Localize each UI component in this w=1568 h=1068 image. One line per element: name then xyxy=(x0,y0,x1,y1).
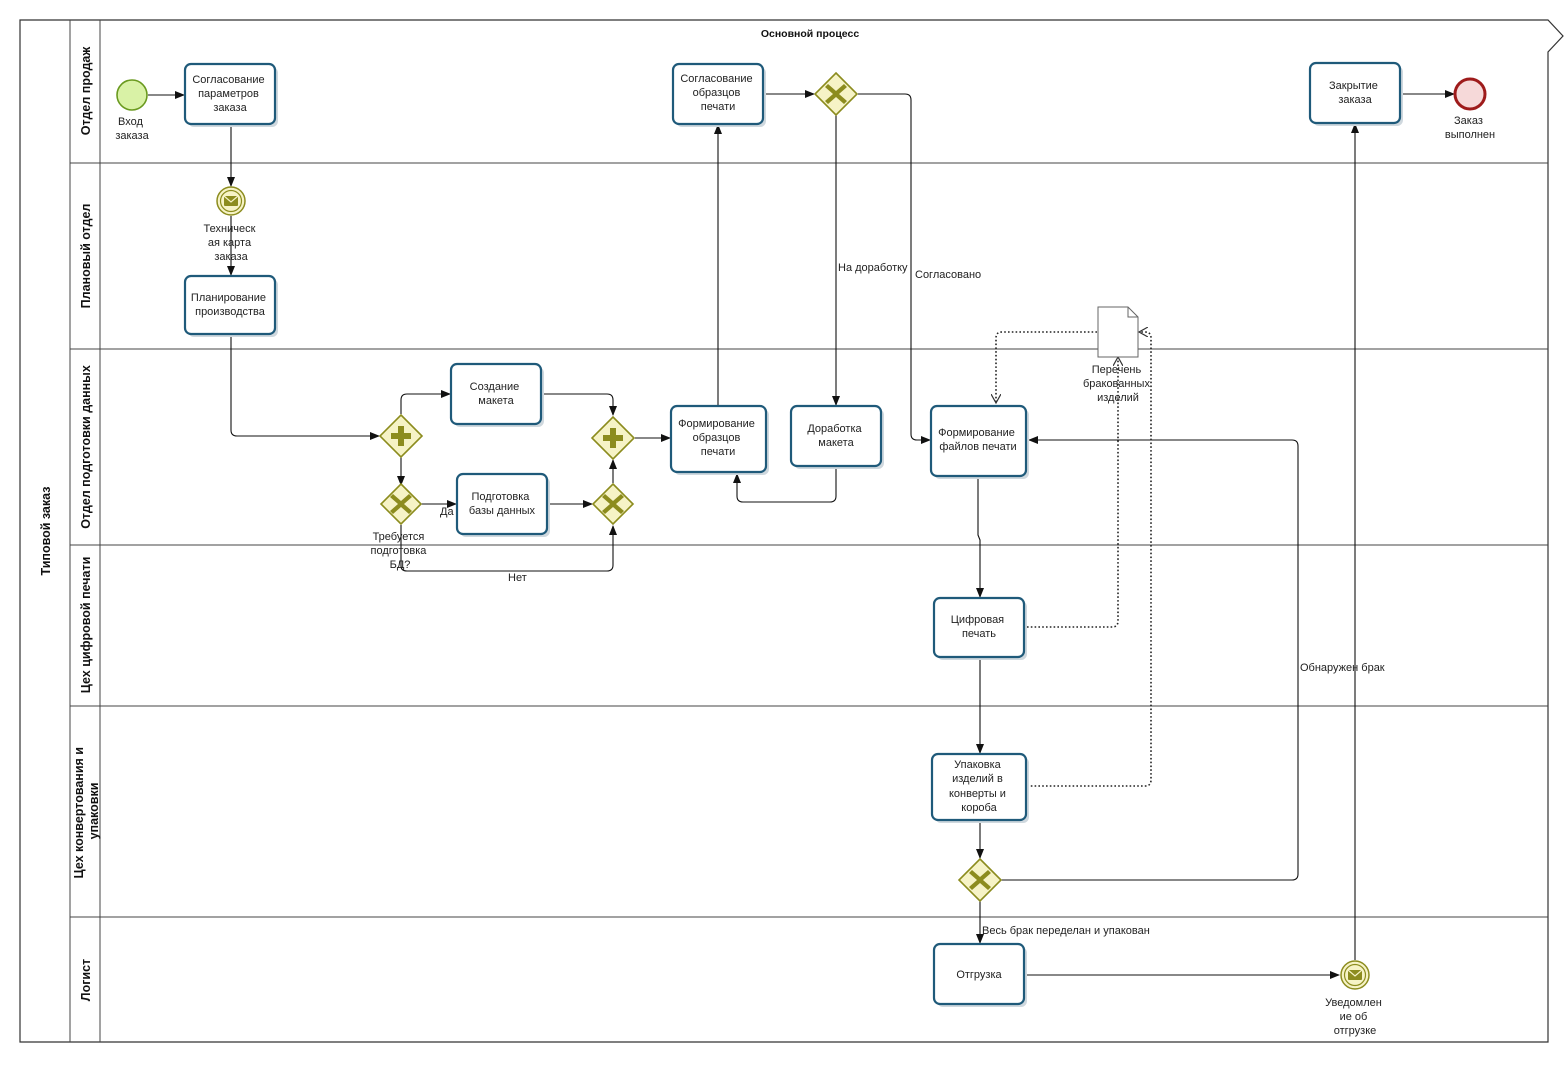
end-event-label: Заказ выполнен xyxy=(1445,115,1495,141)
envelope-icon xyxy=(223,195,239,206)
flow-gw-approved xyxy=(858,93,931,444)
event-inner-ring xyxy=(219,189,243,213)
task-agree-params[interactable]: Согласование параметров заказа xyxy=(183,62,278,127)
task-rework-layout[interactable]: Доработка макета xyxy=(789,404,884,469)
parallel-plus-icon xyxy=(603,428,623,448)
flow-rework-to-form xyxy=(733,467,837,503)
task-box xyxy=(1308,61,1402,125)
sequence-flows xyxy=(148,90,1455,979)
start-event[interactable]: Вход заказа xyxy=(115,79,150,142)
lane-title-logist: Логист xyxy=(79,959,93,1001)
data-object-label: Перечень бракованных изделий xyxy=(1083,364,1153,404)
envelope-icon xyxy=(1347,969,1363,980)
task-form-files[interactable]: Формирование файлов печати xyxy=(929,404,1029,479)
task-label: Цифровая печать xyxy=(951,614,1007,640)
document-icon xyxy=(1097,306,1139,358)
data-object-defects[interactable]: Перечень бракованных изделий xyxy=(1083,306,1153,404)
task-shipment[interactable]: Отгрузка xyxy=(932,942,1027,1007)
task-box xyxy=(929,404,1028,478)
document-fold xyxy=(1127,307,1138,318)
tech-card-event[interactable]: Техническ ая карта заказа xyxy=(204,186,259,263)
flow-label-all-fixed: Весь брак переделан и упакован xyxy=(982,925,1150,937)
task-box xyxy=(183,62,277,126)
flow-label-defect-found: Обнаружен брак xyxy=(1300,662,1385,674)
gateway-db-required[interactable]: Требуется подготовка БД? xyxy=(370,482,429,571)
task-label: Согласование образцов печати xyxy=(680,73,755,113)
flow-split-to-create xyxy=(400,390,451,414)
task-pack[interactable]: Упаковка изделий в конверты и короба xyxy=(930,752,1029,823)
end-event-circle xyxy=(1453,77,1487,111)
end-event[interactable]: Заказ выполнен xyxy=(1445,77,1495,141)
task-agree-samples[interactable]: Согласование образцов печати xyxy=(671,62,766,127)
start-event-label: Вход заказа xyxy=(115,116,149,142)
task-label: Формирование образцов печати xyxy=(678,418,758,458)
pool xyxy=(19,19,1564,1043)
task-label: Отгрузка xyxy=(956,969,1002,981)
exclusive-x-icon xyxy=(825,84,847,104)
lane-title-sales: Отдел продаж xyxy=(79,47,93,136)
flow-label-no: Нет xyxy=(508,572,527,584)
lane-title-planning: Плановый отдел xyxy=(79,204,93,309)
start-event-circle xyxy=(116,79,148,111)
gateway-parallel-split[interactable] xyxy=(378,413,424,459)
lane-title-dataprep: Отдел подготовки данных xyxy=(79,365,93,529)
associations xyxy=(996,331,1152,787)
task-label: Подготовка базы данных xyxy=(469,491,536,517)
process-title: Основной процесс xyxy=(761,28,860,40)
task-box xyxy=(932,942,1026,1006)
flow-label-rework: На доработку xyxy=(838,262,908,274)
task-close-order[interactable]: Закрытие заказа xyxy=(1308,61,1403,126)
flow-plan-to-split xyxy=(230,335,380,440)
task-box xyxy=(183,274,277,336)
flow-dbgw-no xyxy=(400,525,617,572)
notify-label: Уведомлен ие об отгрузке xyxy=(1325,997,1385,1037)
exclusive-x-icon xyxy=(390,494,412,514)
flow-create-to-join xyxy=(542,393,617,416)
lane-title-packing: Цех конвертования и упаковки xyxy=(72,744,101,879)
task-box xyxy=(669,404,768,474)
assoc-print-to-doc xyxy=(1027,358,1118,628)
lane-title-digital: Цех цифровой печати xyxy=(79,557,93,694)
task-label: Доработка макета xyxy=(807,423,864,449)
flow-defect-found xyxy=(1000,436,1299,881)
gateway-defects[interactable] xyxy=(957,857,1003,903)
exclusive-x-icon xyxy=(602,494,624,514)
pool-title: Типовой заказ xyxy=(39,487,53,576)
task-label: Согласование параметров заказа xyxy=(192,74,267,114)
flow-files-to-print xyxy=(976,477,984,598)
task-label: Закрытие заказа xyxy=(1329,80,1381,106)
task-box xyxy=(455,472,549,536)
task-label: Планирование производства xyxy=(191,292,269,318)
gateway-db-merge[interactable] xyxy=(591,482,635,526)
task-label: Упаковка изделий в конверты и короба xyxy=(949,759,1009,814)
task-box xyxy=(671,62,765,126)
task-label: Создание макета xyxy=(470,381,523,407)
task-create-layout[interactable]: Создание макета xyxy=(449,362,544,427)
tech-card-label: Техническ ая карта заказа xyxy=(204,223,259,263)
flow-label-yes: Да xyxy=(440,506,454,518)
exclusive-x-icon xyxy=(969,870,991,890)
lane-title-packing-text: Цех конвертования и упаковки xyxy=(72,744,101,879)
task-planning[interactable]: Планирование производства xyxy=(183,274,278,337)
task-prepare-db[interactable]: Подготовка базы данных xyxy=(455,472,550,537)
task-form-samples[interactable]: Формирование образцов печати xyxy=(669,404,769,475)
gateway-db-label: Требуется подготовка БД? xyxy=(370,531,429,571)
task-digital-print[interactable]: Цифровая печать xyxy=(932,596,1027,660)
notify-event[interactable]: Уведомлен ие об отгрузке xyxy=(1325,960,1385,1037)
parallel-plus-icon xyxy=(391,426,411,446)
task-box xyxy=(449,362,543,426)
gateway-parallel-join[interactable] xyxy=(590,415,636,461)
gateway-samples-decision[interactable] xyxy=(813,71,859,117)
flow-label-approved: Согласовано xyxy=(915,269,981,281)
assoc-doc-to-files xyxy=(996,331,1097,402)
task-box xyxy=(930,752,1028,822)
task-label: Формирование файлов печати xyxy=(938,427,1018,453)
task-box xyxy=(789,404,883,468)
event-inner-ring xyxy=(1343,963,1367,987)
task-box xyxy=(932,596,1026,659)
